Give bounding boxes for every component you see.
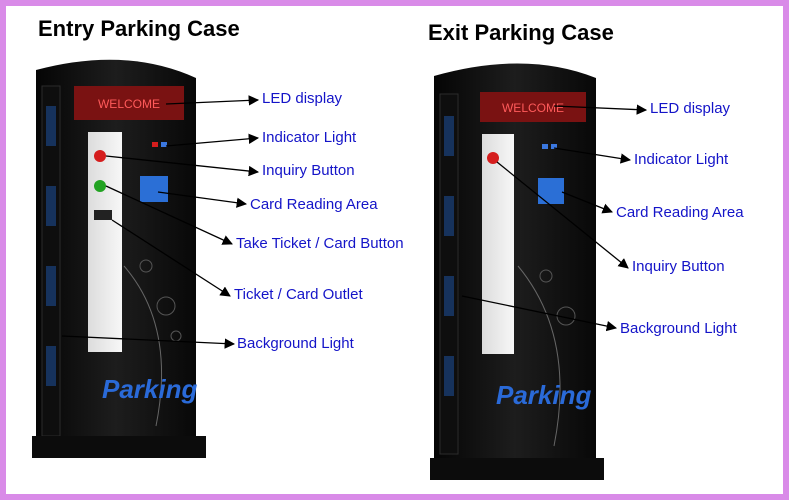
exit-indicator-blue-2 [551,144,557,149]
entry-label-inquiry-button: Inquiry Button [262,162,355,179]
entry-ticket-outlet [94,210,112,220]
exit-heading: Exit Parking Case [428,20,614,45]
exit-label-card-reading-area: Card Reading Area [616,204,744,221]
entry-white-panel [88,132,122,352]
entry-label-ticket-outlet: Ticket / Card Outlet [234,286,363,303]
entry-label-take-ticket-button: Take Ticket / Card Button [236,235,404,252]
exit-leader-lines [461,104,648,332]
entry-indicator-red [152,142,158,147]
entry-led-display [74,86,184,120]
exit-machine: WELCOME Parking [430,63,604,480]
exit-white-panel [482,134,514,354]
entry-label-led-display: LED display [262,90,343,107]
entry-label-indicator-light: Indicator Light [262,129,357,146]
exit-label-inquiry-button: Inquiry Button [632,258,725,275]
entry-label-card-reading-area: Card Reading Area [250,196,378,213]
exit-label-indicator-light: Indicator Light [634,151,729,168]
entry-take-ticket-button [94,180,106,192]
entry-heading: Entry Parking Case [38,16,240,41]
entry-brand: Parking [102,374,197,404]
exit-label-background-light: Background Light [620,320,737,337]
entry-inquiry-button [94,150,106,162]
entry-card-reading-area [140,176,168,202]
exit-brand: Parking [496,380,591,410]
entry-led-text: WELCOME [98,97,160,111]
entry-machine: WELCOME Parking [32,59,206,458]
entry-leader-lines [61,95,260,349]
diagram-graphics: WELCOME Parking WELCOME [32,59,648,480]
entry-indicator-blue [161,142,167,147]
entry-label-background-light: Background Light [237,335,354,352]
exit-card-reading-area [538,178,564,204]
exit-led-text: WELCOME [502,101,564,115]
exit-inquiry-button [487,152,499,164]
exit-label-led-display: LED display [650,100,731,117]
exit-indicator-blue-1 [542,144,548,149]
